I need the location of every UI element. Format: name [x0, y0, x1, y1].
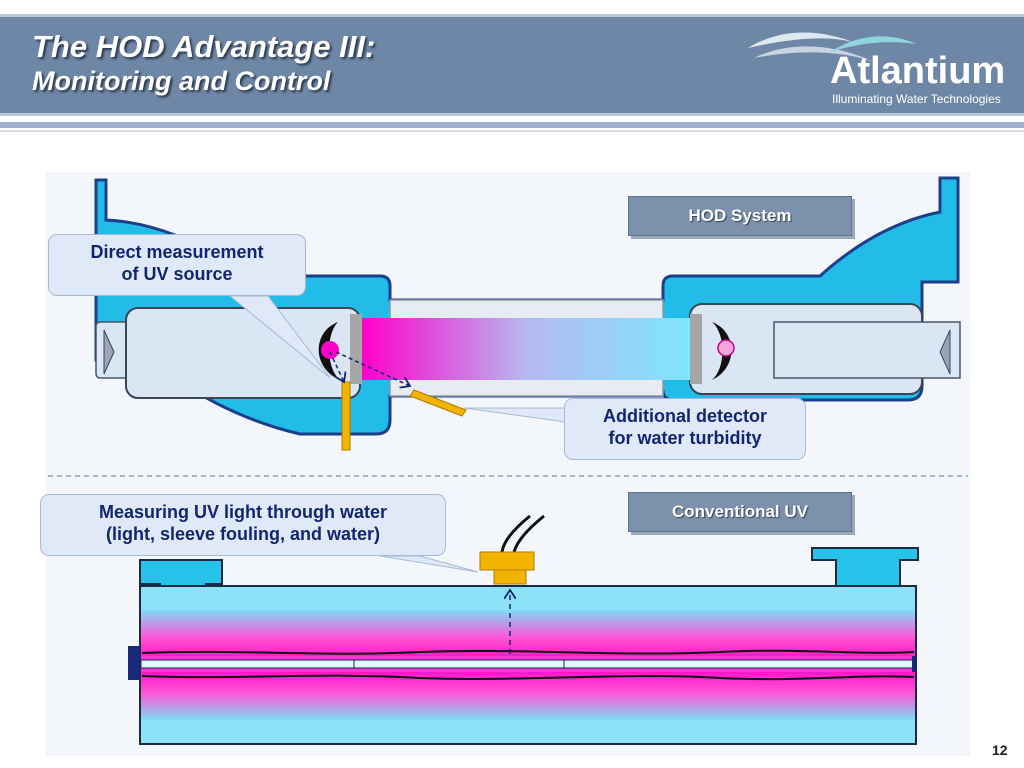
logo-tagline: Illuminating Water Technologies [832, 92, 1001, 106]
logo-wave-icon [748, 32, 916, 62]
callout-direct-line2: of UV source [121, 264, 233, 284]
header-rule [0, 122, 1024, 128]
page-number: 12 [992, 742, 1008, 758]
slide-title-line1: The HOD Advantage III: [32, 29, 376, 64]
callout-detector-line1: Additional detector [602, 406, 767, 426]
uv-source-marker [321, 341, 339, 359]
callout-pointer-detector [463, 407, 567, 423]
hod-vessel [94, 176, 961, 451]
conventional-uv-sensor [479, 551, 535, 571]
callout-direct-line1: Direct measurement [90, 242, 264, 262]
header-rule-thin [0, 130, 1024, 132]
title-band [0, 14, 1024, 116]
callout-measuring-line1: Measuring UV light through water [98, 502, 387, 522]
atlantium-logo [740, 14, 1024, 116]
slide-title: The HOD Advantage III: Monitoring and Co… [32, 30, 375, 98]
conventional-vessel [128, 514, 919, 745]
uv-sensor-direct [341, 381, 351, 451]
logo-wordmark: Atlantium [830, 50, 1006, 92]
turbidity-detector [409, 389, 467, 417]
callout-pointer-direct [228, 295, 331, 379]
title-band-bottom-stripe [0, 113, 1024, 116]
conventional-uv-label: Conventional UV [628, 492, 852, 532]
callout-direct-measurement: Direct measurement of UV source [48, 234, 306, 296]
callout-pointer-measuring [379, 555, 479, 573]
callout-detector-line2: for water turbidity [608, 428, 762, 448]
callout-measuring-line2: (light, sleeve fouling, and water) [105, 524, 381, 544]
hod-system-label: HOD System [628, 196, 852, 236]
callout-measuring-through-water: Measuring UV light through water (light,… [40, 494, 446, 556]
slide-title-line2: Monitoring and Control [32, 66, 331, 96]
title-band-top-stripe [0, 14, 1024, 17]
slide-header: The HOD Advantage III: Monitoring and Co… [0, 0, 1024, 132]
uv-source-marker-right [717, 339, 735, 357]
callout-additional-detector: Additional detector for water turbidity [564, 398, 806, 460]
